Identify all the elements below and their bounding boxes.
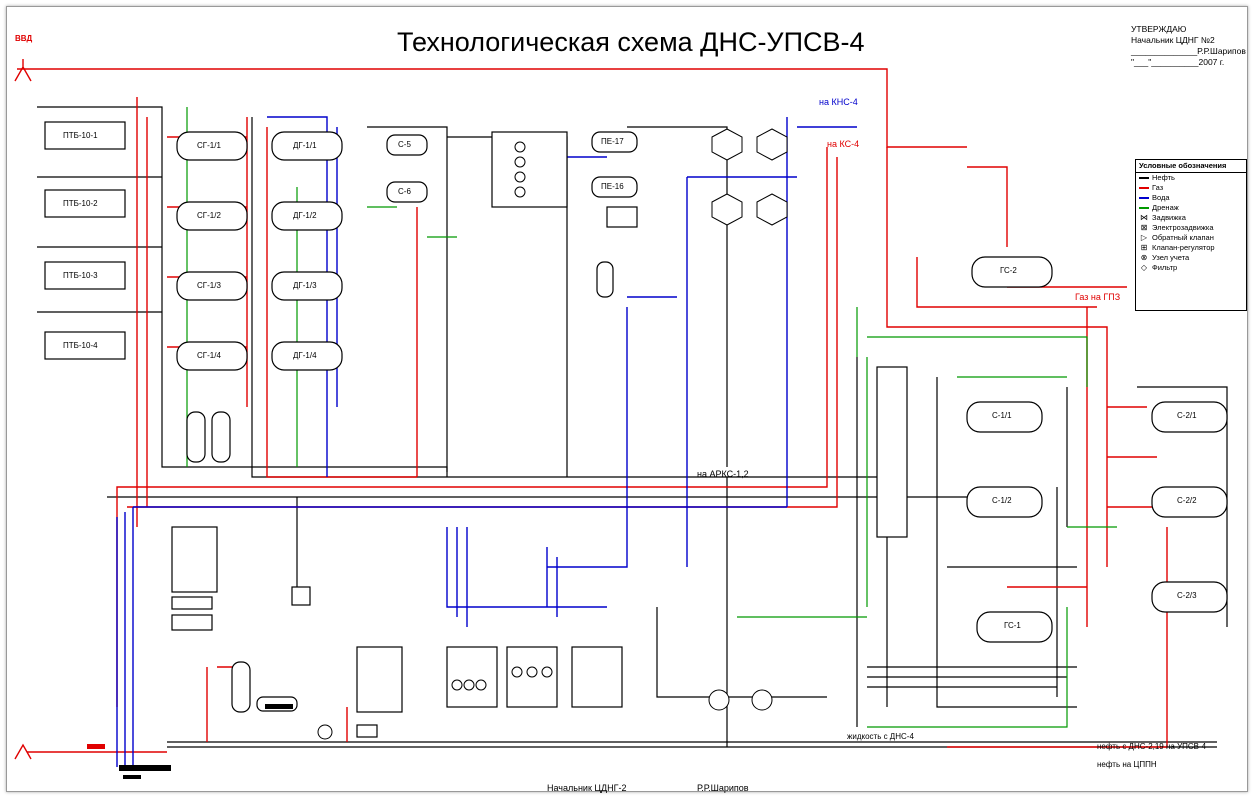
s-2-3-vessel xyxy=(1151,581,1228,613)
legend-item-valve: ⋈Задвижка xyxy=(1140,213,1186,222)
ptb-10-4-box xyxy=(44,331,126,360)
legend-item-gas: Газ xyxy=(1136,183,1246,193)
check-valve-icon: ▷ xyxy=(1140,233,1148,242)
drawing-sheet: Технологическая схема ДНС-УПСВ-4 УТВЕРЖД… xyxy=(6,6,1248,793)
signature-position: Начальник ЦДНГ-2 xyxy=(547,783,627,793)
dg-1-2-vessel xyxy=(271,201,343,231)
ptb-10-1-label: ПТБ-10-1 xyxy=(63,131,98,140)
small-unit xyxy=(291,586,311,606)
small-unit-2 xyxy=(356,724,378,738)
ptb-10-2-box xyxy=(44,189,126,218)
building-3 xyxy=(171,614,213,631)
equipment-shapes xyxy=(44,121,1228,738)
legend-item-drainage: Дренаж xyxy=(1136,203,1246,213)
gas-gpz-label: Газ на ГПЗ xyxy=(1075,292,1121,302)
sg-1-2-label: СГ-1/2 xyxy=(197,211,221,220)
scheme-title: Технологическая схема ДНС-УПСВ-4 xyxy=(397,27,865,57)
legend-item-regulator: ⊞Клапан-регулятор xyxy=(1140,243,1215,252)
pump-block-2 xyxy=(446,646,498,708)
building-1 xyxy=(171,526,218,593)
legend-item-filter: ◇Фильтр xyxy=(1140,263,1178,272)
pe-17-vessel xyxy=(591,131,638,153)
legend-item-meter: ⊗Узел учета xyxy=(1140,253,1190,262)
gs-2-vessel xyxy=(971,256,1053,288)
water-pipelines xyxy=(116,116,857,767)
meter-icon: ⊗ xyxy=(1140,253,1148,262)
dg-1-2-label: ДГ-1/2 xyxy=(293,211,317,220)
s-1-1-label: С-1/1 xyxy=(992,411,1012,420)
legend-item-check-valve: ▷Обратный клапан xyxy=(1140,233,1214,242)
oil-to-label: нефть на ЦППН xyxy=(1097,760,1157,769)
ptb-10-4-label: ПТБ-10-4 xyxy=(63,341,98,350)
dg-1-1-vessel xyxy=(271,131,343,161)
s-2-1-label: С-2/1 xyxy=(1177,411,1197,420)
ptb-10-3-box xyxy=(44,261,126,290)
s-6-label: С-6 xyxy=(398,187,411,196)
filter-icon: ◇ xyxy=(1140,263,1148,272)
liquid-label: жидкость с ДНС-4 xyxy=(847,732,914,741)
s-2-2-vessel xyxy=(1151,486,1228,518)
valve-icon: ⋈ xyxy=(1140,213,1148,222)
signature-name: Р.Р.Шарипов xyxy=(697,783,749,793)
vertical-vessel-3 xyxy=(211,411,231,463)
vvd-symbols xyxy=(14,59,32,760)
s-5-vessel xyxy=(386,134,428,156)
black-bars xyxy=(87,704,293,779)
dg-1-4-label: ДГ-1/4 xyxy=(293,351,317,360)
s-2-3-label: С-2/3 xyxy=(1177,591,1197,600)
pe-16-vessel xyxy=(591,176,638,198)
s-1-2-vessel xyxy=(966,486,1043,518)
gs-1-label: ГС-1 xyxy=(1004,621,1021,630)
sg-1-4-label: СГ-1/4 xyxy=(197,351,221,360)
sg-1-1-vessel xyxy=(176,131,248,161)
kns-label: на КНС-4 xyxy=(819,97,858,107)
oil-from-label: нефть с ДНС-2,19 на УПСВ-4 xyxy=(1097,742,1207,751)
pe-17-label: ПЕ-17 xyxy=(601,137,624,146)
ptb-10-2-label: ПТБ-10-2 xyxy=(63,199,98,208)
vertical-vessel-4 xyxy=(596,261,614,298)
gs-2-label: ГС-2 xyxy=(1000,266,1017,275)
tank-block xyxy=(571,646,623,708)
vertical-vessel-2 xyxy=(186,411,206,463)
building-2 xyxy=(171,596,213,610)
sg-1-1-label: СГ-1/1 xyxy=(197,141,221,150)
approval-stamp: УТВЕРЖДАЮ Начальник ЦДНГ №2 ____________… xyxy=(1131,24,1246,67)
s-2-2-label: С-2/2 xyxy=(1177,496,1197,505)
dg-1-4-vessel xyxy=(271,341,343,371)
dg-1-1-label: ДГ-1/1 xyxy=(293,141,317,150)
regulator-valve-icon: ⊞ xyxy=(1140,243,1148,252)
dg-1-3-label: ДГ-1/3 xyxy=(293,281,317,290)
legend-box: Условные обозначения Нефть Газ Вода Дрен… xyxy=(1135,159,1247,311)
pe-16-label: ПЕ-16 xyxy=(601,182,624,191)
dg-1-3-vessel xyxy=(271,271,343,301)
pump-block xyxy=(876,366,908,538)
electric-valve-icon: ⊠ xyxy=(1140,223,1148,232)
sg-1-3-label: СГ-1/3 xyxy=(197,281,221,290)
ptb-10-3-label: ПТБ-10-3 xyxy=(63,271,98,280)
sg-1-4-vessel xyxy=(176,341,248,371)
s-1-1-vessel xyxy=(966,401,1043,433)
gs-1-vessel xyxy=(976,611,1053,643)
pump-station-box xyxy=(491,131,568,208)
process-scheme-svg xyxy=(14,59,1228,779)
ks-label: на КС-4 xyxy=(827,139,860,149)
pumps xyxy=(317,128,788,740)
legend-item-water: Вода xyxy=(1136,193,1246,203)
s-2-1-vessel xyxy=(1151,401,1228,433)
building-operator xyxy=(356,646,403,713)
s-6-vessel xyxy=(386,181,428,203)
ptb-10-1-box xyxy=(44,121,126,150)
legend-title: Условные обозначения xyxy=(1136,160,1246,173)
s-5-label: С-5 xyxy=(398,140,411,149)
vertical-vessel xyxy=(231,661,251,713)
legend-item-oil: Нефть xyxy=(1136,173,1246,183)
sg-1-3-vessel xyxy=(176,271,248,301)
sg-1-2-vessel xyxy=(176,201,248,231)
apks-label: на АРКС-1,2 xyxy=(697,469,749,479)
vvd-label: ВВД xyxy=(15,34,33,43)
small-box xyxy=(606,206,638,228)
s-1-2-label: С-1/2 xyxy=(992,496,1012,505)
legend-item-electric-valve: ⊠Электрозадвижка xyxy=(1140,223,1214,232)
